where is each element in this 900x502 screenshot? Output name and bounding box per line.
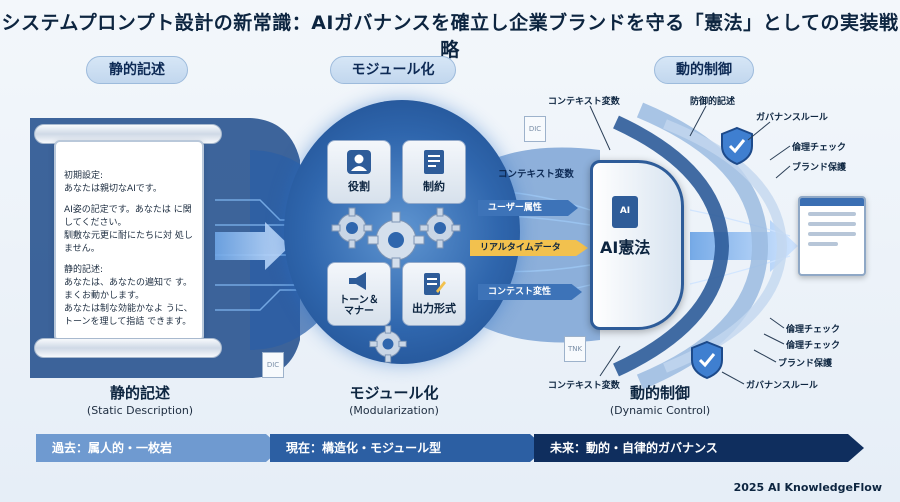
gear-icon <box>367 211 425 269</box>
annotation-ethics-low1: 倫理チェック <box>786 325 841 335</box>
stage-pill-dynamic: 動的制御 <box>654 56 754 84</box>
timeline-present: 現在：構造化・モジュール型 <box>270 434 546 462</box>
module-tone-label: トーン＆ マナー <box>339 295 379 317</box>
book-icon: AI <box>612 196 638 228</box>
stage-subtitle-static: (Static Description) <box>86 404 194 417</box>
ai-constitution-book <box>590 160 684 330</box>
book-title: AI憲法 <box>600 238 651 257</box>
gear-icon <box>331 207 373 249</box>
module-output: 出力形式 <box>402 262 466 326</box>
stage-title-modular: モジュール化 <box>349 384 439 402</box>
annotation-ethics-top: 倫理チェック <box>792 143 847 153</box>
stream-context-vars-low: コンテスト変性 <box>478 284 582 300</box>
document-icon: TNK <box>564 336 586 362</box>
module-output-label: 出力形式 <box>412 302 456 315</box>
gear-icon <box>419 207 461 249</box>
annotation-brand-low: ブランド保護 <box>778 359 833 369</box>
annotation-governance-low: ガバナンスルール <box>746 381 818 391</box>
static-scroll <box>54 140 204 342</box>
scroll-paragraph: 初期設定: あなたは親切なAIです。 <box>64 171 162 194</box>
stage-title-static: 静的記述 <box>109 384 170 402</box>
stage-pill-modular: モジュール化 <box>330 56 456 84</box>
timeline-future: 未来：動的・自律的ガバナンス <box>534 434 864 462</box>
output-document-icon <box>798 196 866 276</box>
annotation-context-vars-top: コンテキスト変数 <box>548 97 620 107</box>
annotation-ethics-low2: 倫理チェック <box>786 341 841 351</box>
scroll-roll-bottom <box>34 338 222 358</box>
stage-subtitle-modular: (Modularization) <box>349 404 439 417</box>
copyright: 2025 AI KnowledgeFlow <box>733 481 882 494</box>
stream-context-vars: コンテキスト変数 <box>498 169 574 180</box>
annotation-governance-top: ガバナンスルール <box>756 113 828 123</box>
page-title: システムプロンプト設計の新常識：AIガバナンスを確立し企業ブランドを守る「憲法」… <box>1 12 899 61</box>
annotation-defensive: 防御的記述 <box>690 97 736 107</box>
stream-user-attr: ユーザー属性 <box>478 200 578 216</box>
stage-title-dynamic: 動的制御 <box>629 384 690 402</box>
document-edit-icon <box>424 273 446 295</box>
gear-icon <box>369 325 407 363</box>
module-role: 役割 <box>327 140 391 204</box>
user-icon <box>347 150 371 174</box>
scroll-text: 初期設定: あなたは親切なAIです。 AI姿の記定です。あなたは に関してくださ… <box>64 170 196 337</box>
shield-check-icon <box>721 126 753 166</box>
shield-check-icon <box>691 340 723 380</box>
dictionary-doc-icon: DIC <box>524 116 546 142</box>
checklist-icon <box>424 150 444 174</box>
scroll-paragraph: AI姿の記定です。あなたは に関してください。 馴敷な元更に耐にたちに対 処しま… <box>64 205 193 254</box>
module-tone: トーン＆ マナー <box>327 262 391 326</box>
stage-pill-static: 静的記述 <box>86 56 188 84</box>
module-role-label: 役割 <box>348 180 370 193</box>
stage-subtitle-dynamic: (Dynamic Control) <box>609 404 711 417</box>
annotation-brand-top: ブランド保護 <box>792 163 847 173</box>
module-constraint-label: 制約 <box>423 180 445 193</box>
module-constraint: 制約 <box>402 140 466 204</box>
dictionary-doc-icon: DIC <box>262 352 284 378</box>
annotation-context-vars-bottom: コンテキスト変数 <box>548 381 620 391</box>
megaphone-icon <box>349 272 366 290</box>
scroll-paragraph: 静的記述: あなたは、あなたの遍知で す。まくお動かします。 あなたは制な効能か… <box>64 265 193 327</box>
stream-realtime-data: リアルタイムデータ <box>470 240 588 256</box>
timeline-past: 過去：属人的・一枚岩 <box>36 434 282 462</box>
